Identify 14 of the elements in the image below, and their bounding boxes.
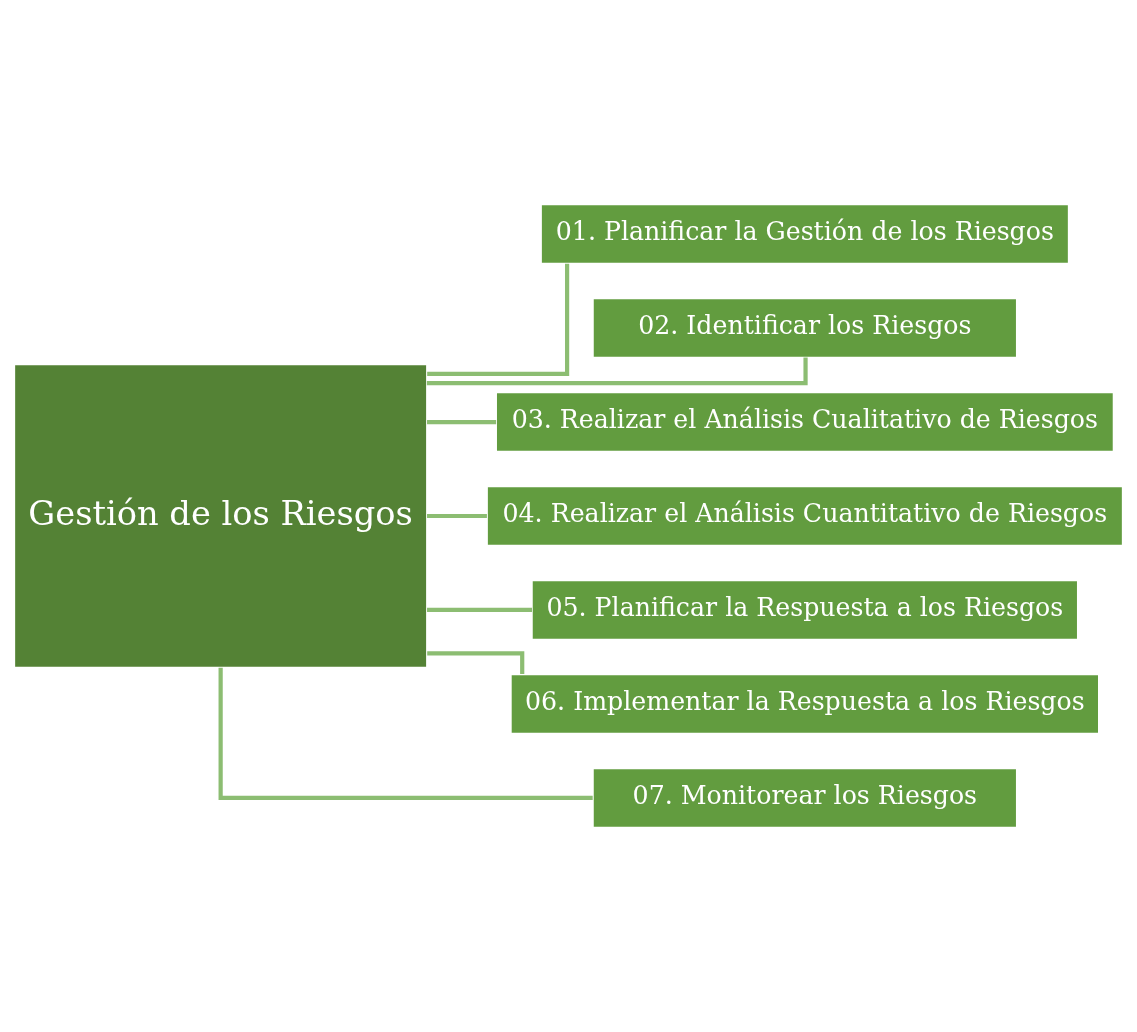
connector: [427, 263, 570, 376]
node-box: 03. Realizar el Análisis Cualitativo de Riesgos: [495, 391, 1115, 453]
connector: [426, 357, 808, 386]
connector: [427, 607, 532, 613]
node-box: 04. Realizar el Análisis Cuantitativo de Riesgos: [486, 485, 1124, 547]
connector: [218, 667, 593, 801]
connector: [427, 513, 487, 519]
node-box: 01. Planificar la Gestión de los Riesgos: [540, 203, 1070, 265]
node-box: 02. Identificar los Riesgos: [592, 297, 1018, 359]
node-box: 06. Implementar la Respuesta a los Riesgos: [510, 673, 1100, 735]
node-box: Gestión de los Riesgos: [13, 363, 428, 669]
connector: [427, 419, 497, 425]
node-box: 05. Planificar la Respuesta a los Riesgos: [531, 579, 1079, 641]
node-box: 07. Monitorear los Riesgos: [592, 767, 1018, 829]
